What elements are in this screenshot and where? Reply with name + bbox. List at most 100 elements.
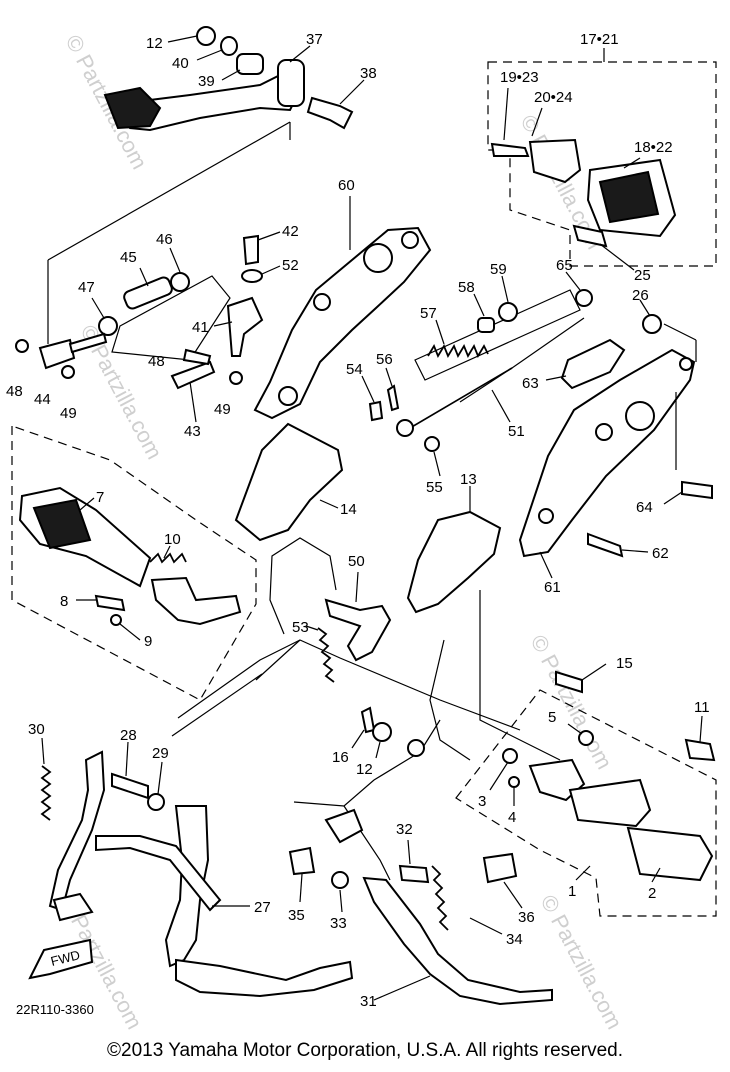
label-26: 26 [632, 287, 649, 304]
label-20-24: 20•24 [534, 89, 573, 106]
leader-65 [565, 271, 581, 291]
nut-47 [98, 316, 118, 336]
leader-58 [473, 293, 485, 317]
footrest-kit-box [487, 48, 717, 271]
spring-53 [317, 627, 335, 683]
washer-52 [241, 269, 263, 283]
leader-47 [91, 297, 105, 319]
leader-12b [375, 741, 381, 759]
main-stand-27-right [164, 805, 210, 968]
bracket-60-hole [401, 231, 419, 249]
label-33: 33 [330, 915, 347, 932]
group-outline [111, 275, 231, 361]
label-63: 63 [522, 375, 539, 392]
main-stand-group [40, 737, 354, 998]
clip-16 [360, 706, 376, 734]
nut-5 [578, 730, 594, 746]
leader-46 [169, 247, 181, 273]
label-49-left: 49 [60, 405, 77, 422]
bolt-15 [555, 670, 583, 694]
leader-18-22 [623, 157, 641, 169]
label-16: 16 [332, 749, 349, 766]
collar-58 [477, 317, 495, 333]
leader-1 [575, 865, 591, 881]
bracket-60-hole [313, 293, 331, 311]
label-52: 52 [282, 257, 299, 274]
label-5: 5 [548, 709, 556, 726]
leader-16 [351, 729, 365, 749]
frame-line [269, 537, 337, 635]
label-54: 54 [346, 361, 363, 378]
label-40: 40 [172, 55, 189, 72]
label-7: 7 [96, 489, 104, 506]
leader-35 [299, 873, 303, 903]
label-1: 1 [568, 883, 576, 900]
leader-14 [319, 499, 339, 509]
clip-56 [386, 384, 400, 412]
pin-8 [94, 594, 126, 612]
bolt-25 [572, 224, 608, 248]
bolt-48-right [182, 348, 212, 366]
forward-direction-badge: FWD [28, 938, 94, 980]
leader-39 [221, 69, 241, 81]
group-outline [455, 689, 717, 917]
bracket-60-hole [278, 386, 298, 406]
footrest-rubber-18-22 [598, 170, 660, 224]
frame-outline [171, 537, 561, 881]
main-stand-27-crossbar [95, 835, 222, 912]
frame-line [479, 590, 561, 761]
leader-19-23 [503, 87, 509, 141]
fwd-arrow-icon [28, 938, 94, 980]
bracket-60-hole [363, 243, 393, 273]
nut-26 [642, 314, 662, 334]
washer-40 [220, 36, 238, 56]
center-small-parts [351, 706, 425, 759]
leader-36 [503, 881, 523, 909]
shaft-50 [324, 598, 392, 662]
bolt-38 [306, 96, 354, 130]
leader-61 [539, 551, 553, 579]
leader-54 [361, 375, 375, 403]
label-59: 59 [490, 261, 507, 278]
label-47: 47 [78, 279, 95, 296]
label-44: 44 [34, 391, 51, 408]
washer-49-left [61, 365, 75, 379]
bolt-44-shaft [68, 332, 108, 354]
leader-7 [79, 497, 95, 511]
label-17-21: 17•21 [580, 31, 619, 48]
label-32: 32 [396, 821, 413, 838]
shift-pedal-group [47, 26, 365, 261]
leader-5 [567, 723, 583, 735]
shift-shaft-group [305, 571, 392, 683]
bushing-12-top [196, 26, 216, 46]
mount-boss [407, 739, 425, 757]
label-48-left: 48 [6, 383, 23, 400]
leader-11 [699, 715, 703, 743]
pin-45 [123, 276, 173, 310]
collar-29 [147, 793, 165, 811]
frame-line [255, 639, 301, 681]
nut-65 [575, 289, 593, 307]
plate-63 [560, 338, 626, 390]
bracket-61-hole [625, 401, 655, 431]
label-35: 35 [288, 907, 305, 924]
left-footrest-group [11, 425, 257, 701]
label-42: 42 [282, 223, 299, 240]
leader-42 [257, 231, 281, 241]
leader-38 [339, 79, 365, 105]
label-31: 31 [360, 993, 377, 1010]
footrest-2 [568, 778, 652, 828]
bracket-60 [253, 196, 432, 420]
collar-39 [236, 53, 264, 75]
label-10: 10 [164, 531, 181, 548]
label-61: 61 [544, 579, 561, 596]
side-stand-31 [362, 876, 553, 1006]
label-37: 37 [306, 31, 323, 48]
label-60: 60 [338, 177, 355, 194]
leader-31 [373, 975, 431, 1001]
leader-51 [491, 389, 511, 423]
leader-3 [489, 761, 509, 791]
part-number-labels: 12 40 39 37 38 17•21 19•23 20•24 18•22 2… [6, 31, 710, 1010]
leader-2 [651, 867, 661, 883]
